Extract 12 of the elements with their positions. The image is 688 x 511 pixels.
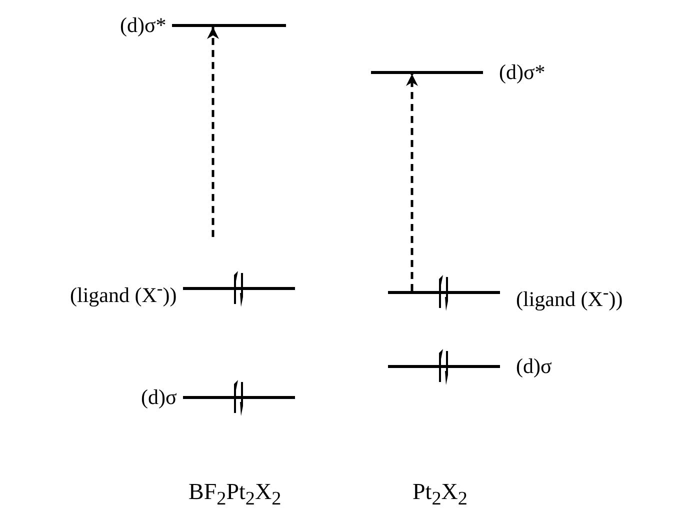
energy-level-line — [371, 71, 483, 74]
level-label: (ligand (X$^{-}$)) — [516, 281, 623, 311]
compound-label: BF$_{2}$Pt$_{2}$X$_{2}$ — [188, 478, 282, 511]
transition-arrow — [207, 27, 219, 237]
transition-arrow — [406, 74, 418, 291]
energy-level-line — [172, 24, 286, 27]
level-label: (ligand (X$^{-}$)) — [70, 277, 177, 307]
level-label: (d)σ* — [120, 13, 166, 37]
compound-label: Pt$_{2}$X$_{2}$ — [412, 478, 468, 511]
level-label: (d)σ — [516, 354, 552, 378]
level-label: (d)σ* — [499, 60, 546, 84]
level-label: (d)σ — [141, 385, 177, 409]
